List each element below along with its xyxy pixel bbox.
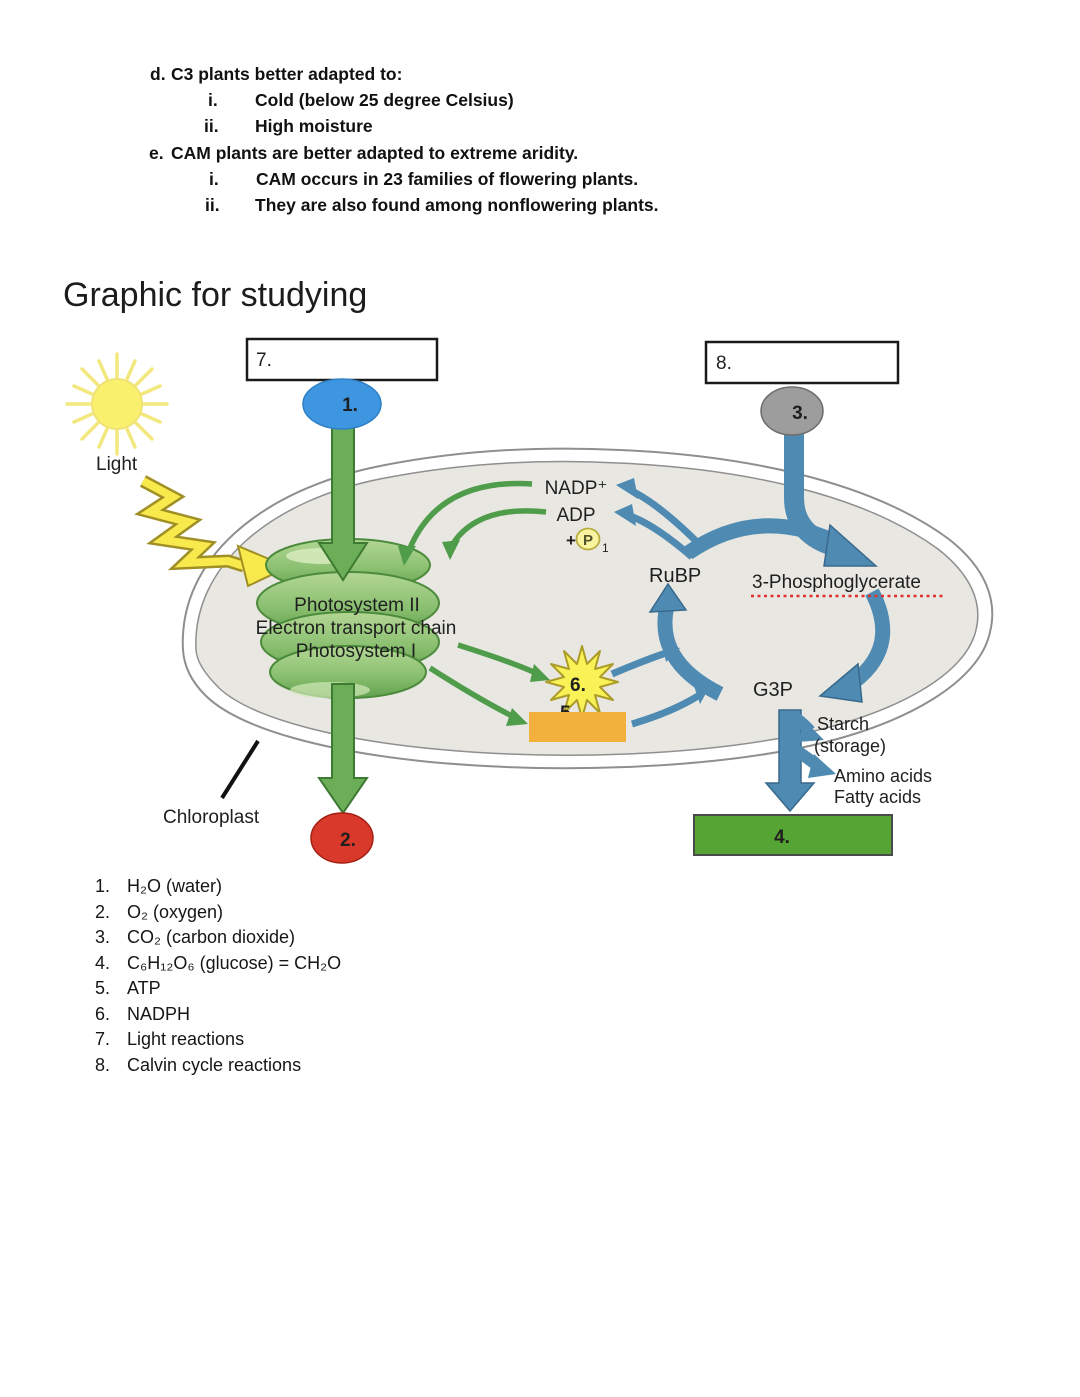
rubp-label: RuBP (649, 565, 701, 587)
amino-acids-label: Amino acids (834, 766, 932, 786)
outline-text: C3 plants better adapted to: (171, 64, 403, 84)
phosphate-p-label: P (583, 532, 593, 549)
outline-marker: i. (208, 90, 218, 110)
co2-ellipse-3 (760, 386, 824, 436)
plus-sign: + (566, 531, 576, 550)
star-number-label: 6. (570, 675, 586, 696)
legend-text: H₂O (water) (127, 876, 222, 896)
outline-item-e: e. CAM plants are better adapted to extre… (149, 143, 578, 164)
legend-item: 7. Light reactions (95, 1029, 244, 1050)
legend-number: 5. (95, 978, 111, 998)
pg3-label: 3-Phosphoglycerate (752, 572, 921, 593)
outline-marker: d. (150, 64, 166, 84)
legend-item: 1. H₂O (water) (95, 876, 222, 897)
answer-box-7 (245, 337, 439, 382)
outline-marker: e. (149, 143, 164, 163)
section-heading: Graphic for studying (63, 276, 368, 314)
legend-text: C₆H₁₂O₆ (glucose) = CH₂O (127, 953, 342, 973)
legend-item: 3. CO₂ (carbon dioxide) (95, 927, 295, 948)
legend-item: 4. C₆H₁₂O₆ (glucose) = CH₂O (95, 953, 341, 974)
outline-marker: i. (209, 169, 219, 189)
answer-box-4 (693, 814, 893, 856)
legend-text: Light reactions (127, 1029, 245, 1049)
photosystem2-label: Photosystem II (294, 595, 420, 616)
outline-item-d-ii: ii. High moisture (204, 116, 373, 137)
legend-number: 1. (95, 876, 111, 896)
legend-item: 6. NADPH (95, 1004, 190, 1025)
outline-item-d: d.C3 plants better adapted to: (150, 64, 402, 85)
legend-number: 6. (95, 1004, 111, 1024)
legend-text: O₂ (oxygen) (127, 902, 224, 922)
nadp-label: NADP⁺ (545, 478, 608, 499)
ellipse1-number-label: 1. (342, 395, 358, 416)
legend-number: 3. (95, 927, 111, 947)
phosphate-subscript: 1 (602, 541, 609, 555)
oxygen-output-arrow (317, 683, 369, 815)
photosynthesis-diagram: Light Photosystem II Electron transport … (65, 337, 994, 864)
ellipse2-number-label: 2. (340, 830, 356, 851)
legend-number: 4. (95, 953, 111, 973)
outline-marker: ii. (204, 116, 219, 136)
fatty-acids-label: Fatty acids (834, 787, 921, 807)
etc-label: Electron transport chain (256, 618, 457, 639)
sun-icon (65, 352, 169, 456)
legend-text: CO₂ (carbon dioxide) (127, 927, 296, 947)
box4-number-label: 4. (774, 827, 790, 848)
answer-box-8 (704, 340, 900, 385)
legend-text: NADPH (127, 1004, 191, 1024)
g3p-label: G3P (753, 679, 793, 701)
legend-text: ATP (127, 978, 161, 998)
starch-label: Starch (817, 714, 869, 734)
oxygen-ellipse-2 (310, 812, 374, 864)
legend-number: 7. (95, 1029, 111, 1049)
ellipse3-number-label: 3. (792, 403, 808, 424)
outline-item-e-ii: ii. They are also found among nonflowerin… (205, 195, 659, 216)
light-label: Light (96, 454, 138, 475)
storage-label: (storage) (814, 736, 886, 756)
legend-number: 2. (95, 902, 111, 922)
outline-text: CAM plants are better adapted to extreme… (171, 143, 579, 163)
chloroplast-label: Chloroplast (163, 807, 260, 828)
recycle-arrows (398, 480, 550, 726)
outline-text: High moisture (255, 116, 373, 136)
adp-label: ADP (556, 505, 595, 526)
phosphate-circle-icon (575, 527, 601, 551)
outline-item-d-i: i. Cold (below 25 degree Celsius) (208, 90, 514, 111)
outline-item-e-i: i. CAM occurs in 23 families of flowering… (209, 169, 638, 190)
legend-number: 8. (95, 1055, 111, 1075)
legend-item: 8. Calvin cycle reactions (95, 1055, 301, 1076)
legend-text: Calvin cycle reactions (127, 1055, 302, 1075)
outline-marker: ii. (205, 195, 220, 215)
atp-box (529, 712, 626, 742)
legend-item: 2. O₂ (oxygen) (95, 902, 223, 923)
outline-text: CAM occurs in 23 families of flowering p… (256, 169, 639, 189)
water-ellipse-1 (302, 378, 382, 430)
photosystem1-label: Photosystem I (296, 641, 416, 662)
lightning-arrow-icon (134, 475, 291, 588)
outline-text: They are also found among nonflowering p… (255, 195, 659, 215)
outline-text: Cold (below 25 degree Celsius) (255, 90, 514, 110)
box7-number-label: 7. (256, 350, 272, 371)
calvin-cycle-arrows (610, 433, 891, 728)
legend-item: 5. ATP (95, 978, 161, 999)
water-input-arrow (317, 423, 369, 582)
chloroplast-pointer-line (220, 739, 260, 800)
glucose-output-arrow (764, 709, 836, 813)
box8-number-label: 8. (716, 353, 732, 374)
